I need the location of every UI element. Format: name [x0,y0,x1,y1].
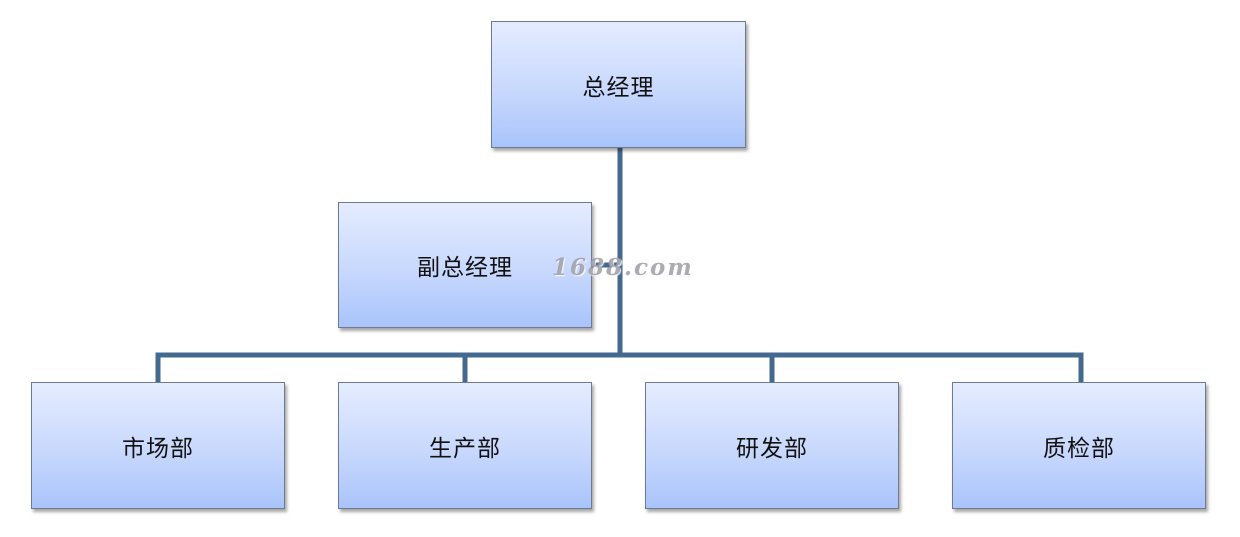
watermark-text: 1688.com [552,254,694,281]
node-rnd-department: 研发部 [645,382,899,509]
node-general-manager: 总经理 [491,21,746,148]
node-label: 副总经理 [417,255,513,281]
node-label: 研发部 [736,435,808,462]
node-label: 市场部 [122,435,194,462]
node-deputy-general-manager: 副总经理 [338,202,592,328]
node-label: 总经理 [582,74,655,101]
node-marketing-department: 市场部 [31,382,285,509]
node-quality-control-department: 质检部 [952,382,1206,509]
node-label: 质检部 [1043,435,1115,462]
node-production-department: 生产部 [338,382,592,509]
node-label: 生产部 [429,435,501,462]
